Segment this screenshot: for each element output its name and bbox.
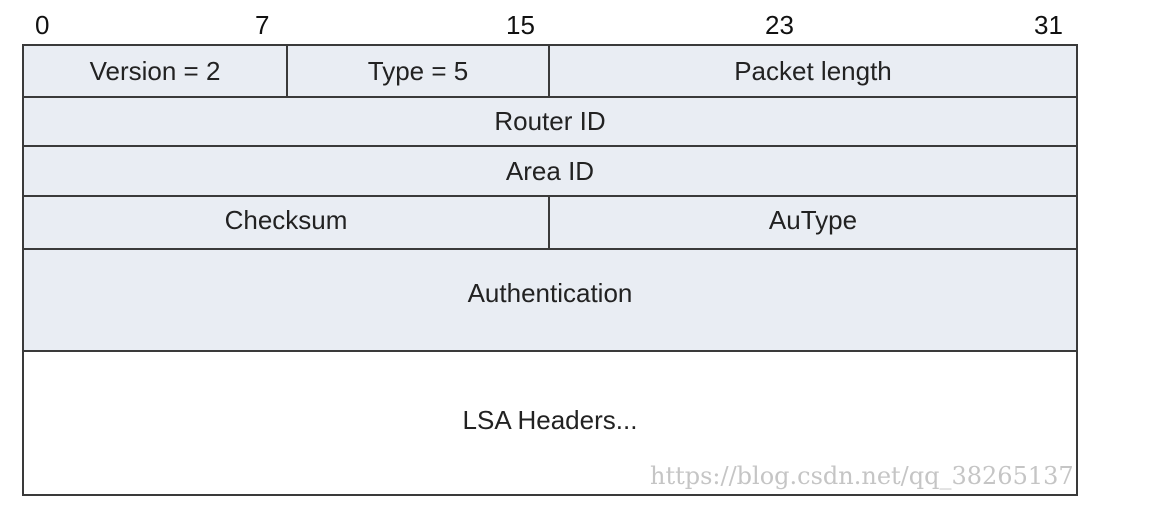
bit-label-31: 31	[1034, 10, 1063, 40]
field-router-id: Router ID	[494, 106, 606, 136]
field-version: Version = 2	[89, 55, 221, 86]
bit-label-7: 7	[255, 10, 270, 40]
field-type: Type = 5	[286, 46, 548, 96]
field-autype: AuType	[548, 197, 1076, 248]
field-lsa-headers: LSA Headers...	[462, 404, 638, 435]
bit-label-15: 15	[506, 10, 535, 40]
bit-label-23: 23	[765, 10, 794, 40]
bit-ruler: 0 7 15 23 31	[0, 0, 1164, 44]
field-area-id: Area ID	[505, 155, 595, 186]
header-row-4: Checksum AuType	[24, 195, 1076, 248]
header-row-1: Version = 2 Type = 5 Packet length	[24, 46, 1076, 96]
header-row-2: Router ID	[24, 96, 1076, 145]
body-row-lsa-headers: LSA Headers...	[24, 350, 1076, 494]
field-packet-length: Packet length	[548, 46, 1076, 96]
packet-frame: Version = 2 Type = 5 Packet length Route…	[22, 44, 1078, 496]
bit-label-0: 0	[35, 10, 50, 40]
field-authentication: Authentication	[467, 277, 633, 308]
header-row-3: Area ID	[24, 145, 1076, 195]
watermark: https://blog.csdn.net/qq_38265137	[650, 462, 1074, 490]
header-row-5: Authentication	[24, 248, 1076, 350]
field-checksum: Checksum	[224, 205, 348, 235]
